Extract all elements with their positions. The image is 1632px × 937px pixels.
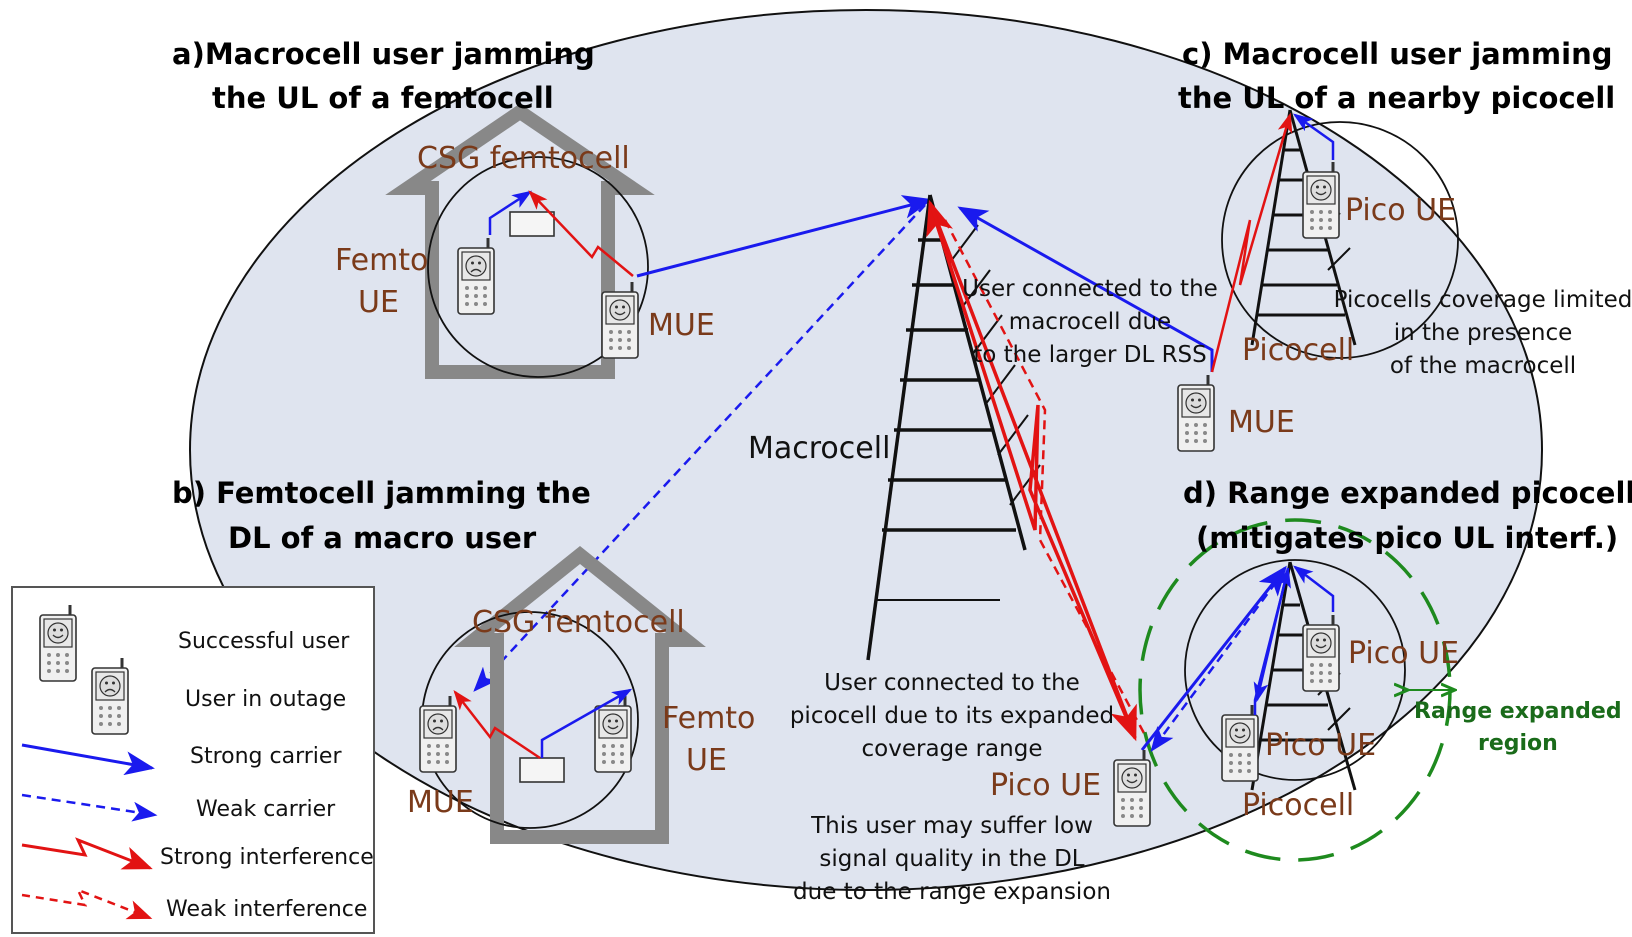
picocell-coverage-d (1184, 559, 1406, 781)
phone-happy-icon-pico-ue-c (1301, 160, 1341, 240)
annotation-pico-cov-3: of the macrocell (1390, 353, 1576, 379)
label-picocell-d: Picocell (1242, 788, 1354, 823)
label-femto-ue-b-line1: Femto (662, 701, 755, 736)
femto-ap-icon-a (509, 211, 555, 237)
legend-weak-interference: Weak interference (166, 897, 367, 922)
label-femto-ue-b-line2: UE (686, 743, 727, 778)
title-d-line2: (mitigates pico UL interf.) (1196, 521, 1618, 555)
title-b-line1: b) Femtocell jamming the (172, 476, 591, 510)
legend-phone-sad-icon (90, 656, 130, 736)
legend-strong-interference-arrow (21, 837, 153, 870)
annotation-pico-conn-3: coverage range (862, 736, 1043, 762)
legend-successful-user: Successful user (178, 629, 350, 654)
label-macrocell: Macrocell (748, 431, 890, 466)
annotation-pico-conn-2: picocell due to its expanded (790, 703, 1114, 729)
legend-weak-carrier-arrow (21, 793, 158, 822)
phone-happy-icon-pico-ue-d2 (1220, 703, 1260, 783)
title-b-line2: DL of a macro user (228, 521, 537, 555)
label-mue-b: MUE (407, 785, 474, 820)
title-a-line1: a)Macrocell user jamming (172, 37, 595, 71)
phone-happy-icon-pico-ue-d1 (1301, 613, 1341, 693)
annotation-macro-conn-2: macrocell due (1009, 309, 1171, 335)
phone-happy-icon-mue-a (600, 280, 640, 360)
label-picocell-c: Picocell (1242, 333, 1354, 368)
femto-ap-icon-b (519, 757, 565, 783)
legend-strong-interference: Strong interference (160, 845, 374, 870)
label-csg-femtocell-b: CSG femtocell (472, 605, 685, 640)
annotation-low-sig-2: signal quality in the DL (819, 846, 1084, 872)
label-pico-ue-d1: Pico UE (1348, 636, 1459, 671)
legend-weak-interference-arrow (21, 887, 153, 920)
label-csg-femtocell-a: CSG femtocell (417, 141, 630, 176)
label-femto-ue-a-line1: Femto (335, 243, 428, 278)
title-d-line1: d) Range expanded picocell (1183, 476, 1632, 510)
label-range-expanded-line1: Range expanded (1414, 699, 1622, 724)
phone-happy-icon-mue-c (1176, 373, 1216, 453)
legend-phone-happy-icon (38, 603, 78, 683)
title-c-line1: c) Macrocell user jamming (1182, 37, 1612, 71)
annotation-pico-cov-2: in the presence (1394, 320, 1573, 346)
annotation-macro-conn-1: User connected to the (962, 276, 1218, 302)
legend: Successful user User in outage Strong ca… (11, 586, 375, 934)
annotation-pico-conn-1: User connected to the (824, 670, 1080, 696)
femtocell-coverage-a (427, 156, 649, 378)
annotation-low-sig-3: due to the range expansion (793, 879, 1111, 905)
legend-user-in-outage: User in outage (185, 687, 346, 712)
label-pico-ue-d2: Pico UE (1265, 728, 1376, 763)
label-range-expanded-line2: region (1478, 731, 1558, 756)
phone-sad-icon-mue-b (418, 694, 458, 774)
label-mue-c: MUE (1228, 405, 1295, 440)
picocell-coverage-c (1221, 121, 1459, 359)
house-icon-b (454, 546, 706, 844)
label-mue-a: MUE (648, 308, 715, 343)
phone-sad-icon-femto-ue-a (456, 236, 496, 316)
label-pico-ue-center: Pico UE (990, 768, 1101, 803)
label-femto-ue-a-line2: UE (358, 285, 399, 320)
annotation-low-sig-1: This user may suffer low (810, 813, 1093, 839)
title-a-line2: the UL of a femtocell (212, 81, 554, 115)
legend-weak-carrier: Weak carrier (196, 797, 336, 822)
legend-strong-carrier: Strong carrier (190, 744, 342, 769)
annotation-pico-cov-1: Picocells coverage limited (1334, 287, 1632, 313)
phone-happy-icon-pico-ue-center (1112, 748, 1152, 828)
title-c-line2: the UL of a nearby picocell (1178, 81, 1615, 115)
legend-strong-carrier-arrow (21, 743, 155, 776)
label-pico-ue-c: Pico UE (1345, 193, 1456, 228)
annotation-macro-conn-3: to the larger DL RSS (973, 342, 1207, 368)
